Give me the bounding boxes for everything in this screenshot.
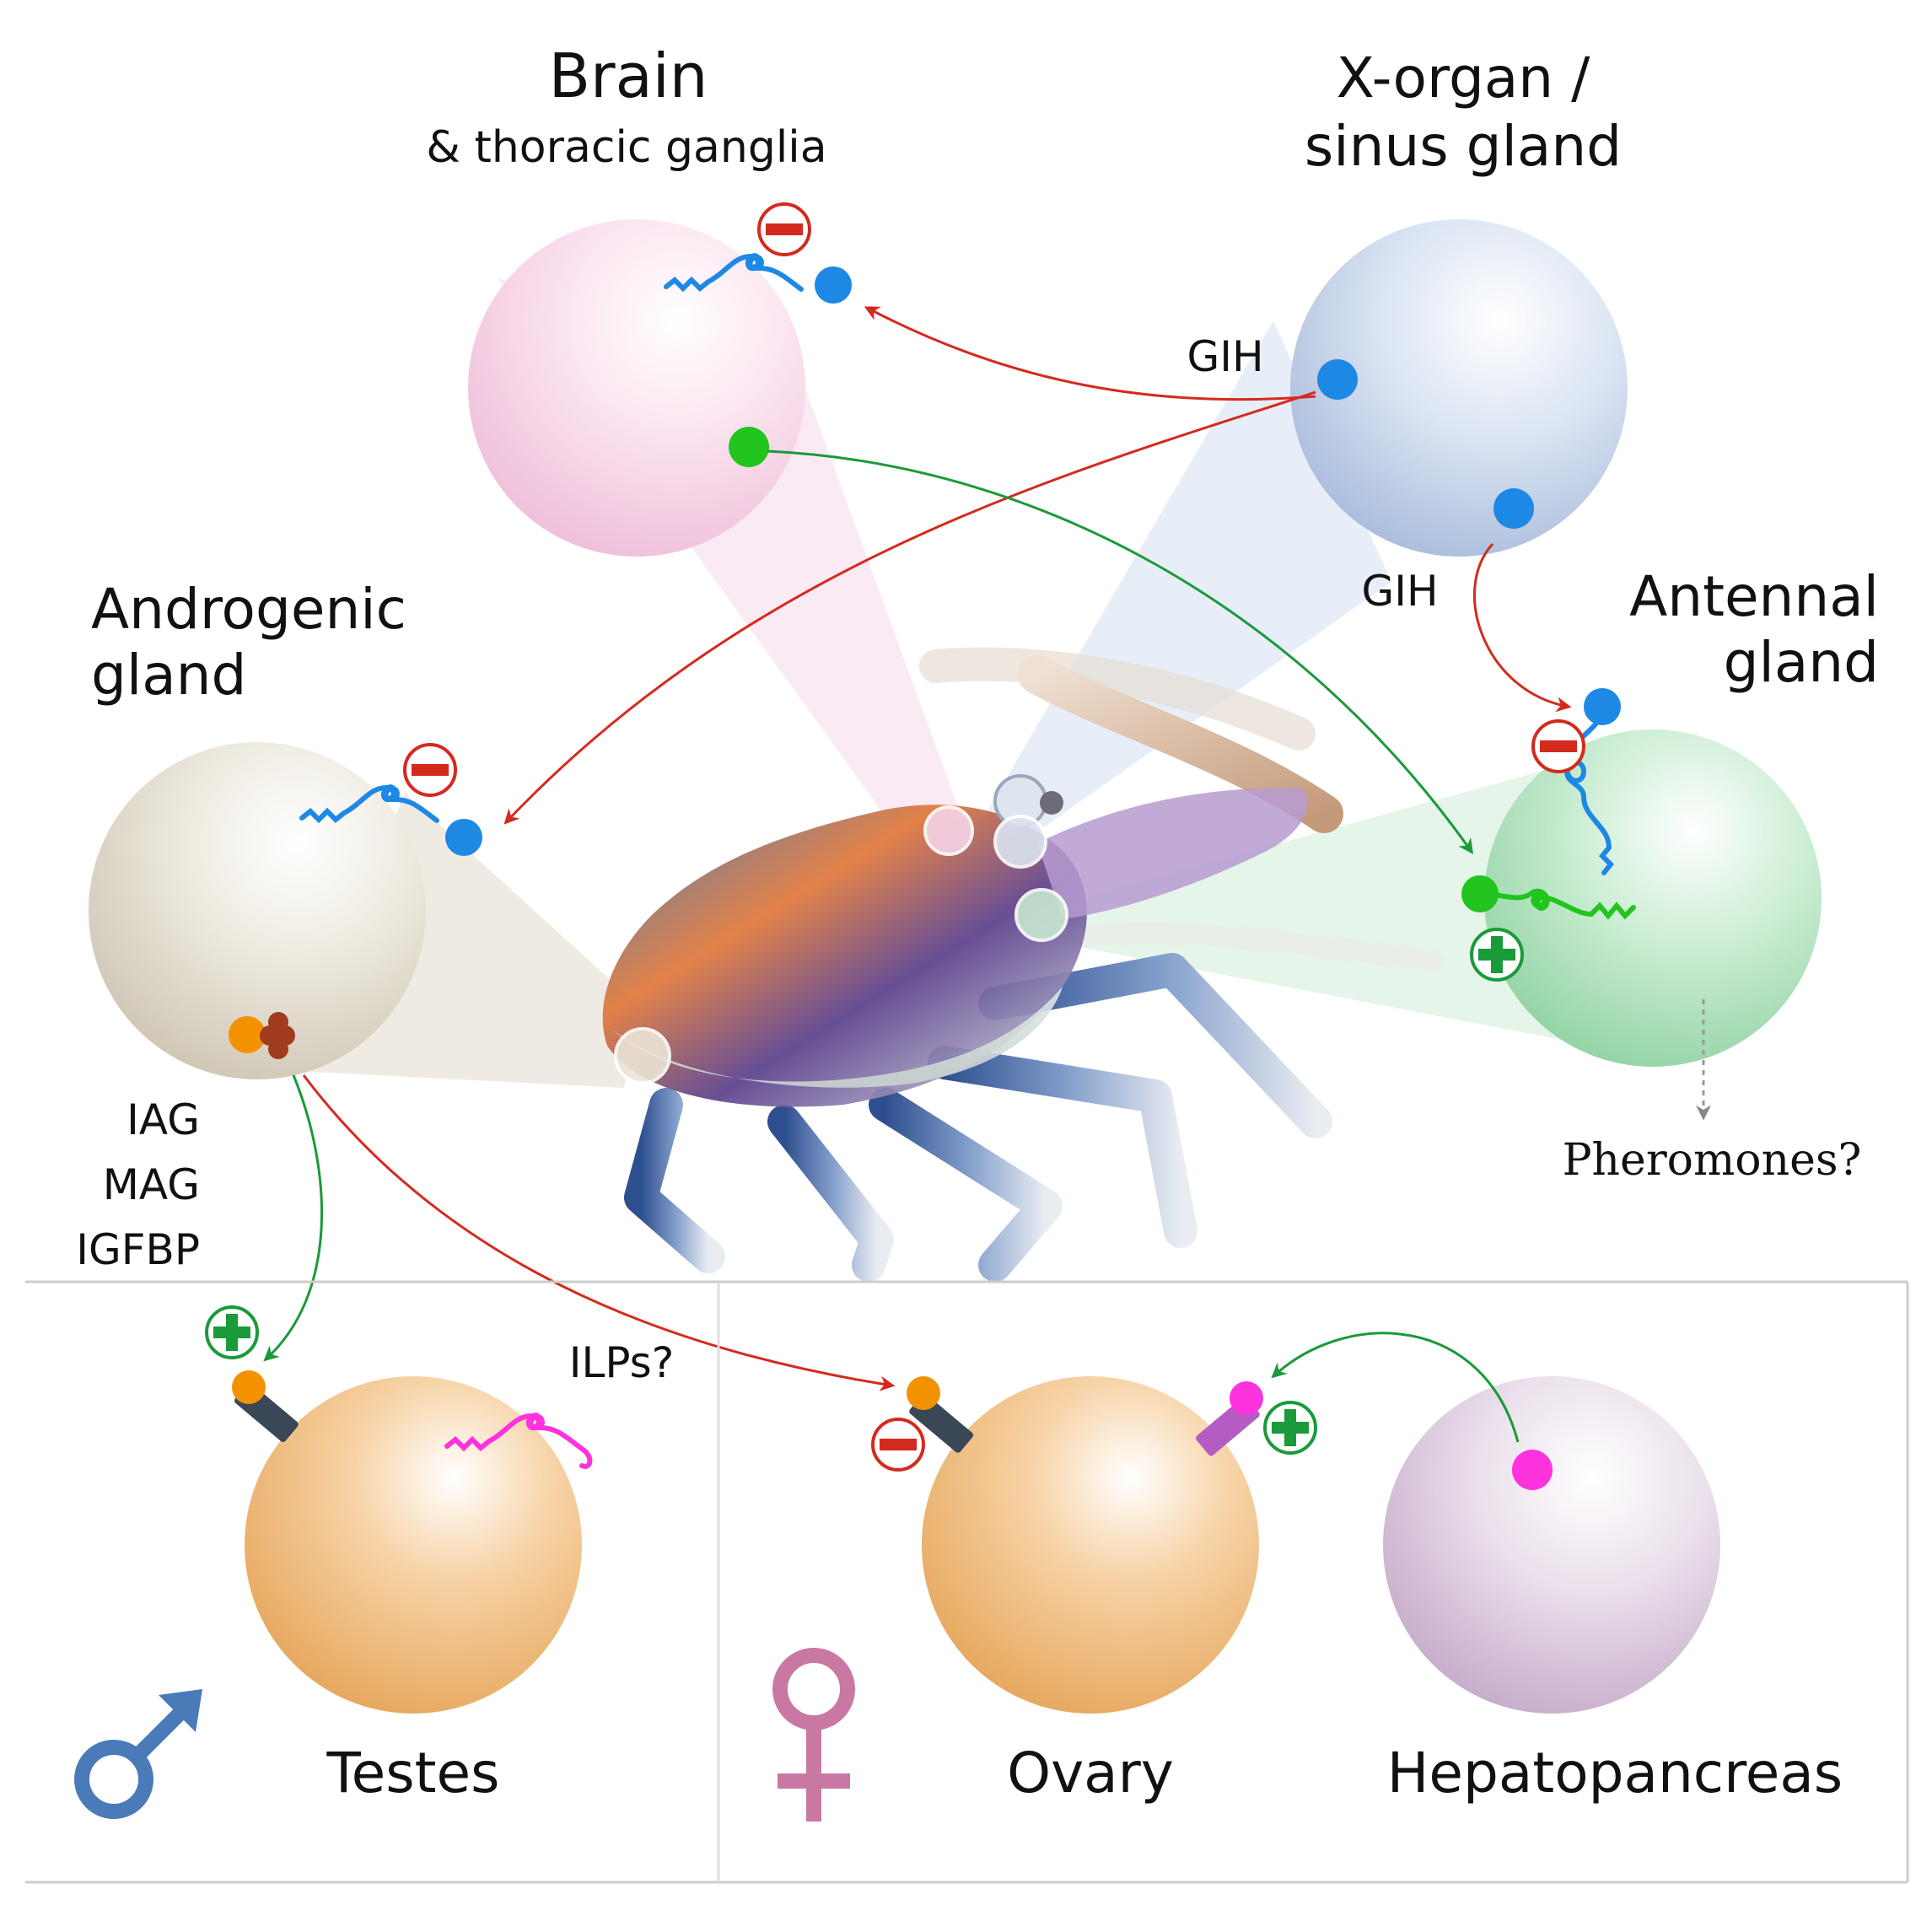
antennal-stimulation-plus-icon	[1470, 928, 1524, 982]
androgenic-inhibition-minus-icon	[403, 743, 457, 797]
antennal-title-line1: Antennal	[1629, 564, 1879, 629]
iag-to-testes-arrow	[263, 1074, 324, 1362]
testes-ilp-receptor	[444, 1413, 593, 1469]
brain-subtitle: & thoracic ganglia	[426, 122, 826, 173]
iag-label: IAG	[126, 1095, 200, 1144]
androgenic-receptor-squiggle	[299, 784, 439, 824]
gih-to-androgenic-arrow	[503, 390, 1316, 825]
lobster-carapace	[602, 805, 1087, 1107]
antennal-location-marker	[1014, 888, 1068, 942]
testes-sphere	[245, 1376, 582, 1714]
lobster-leg-3	[869, 1088, 1063, 1282]
iag-source-dot	[229, 1016, 266, 1053]
hepatopancreas-ilp-source-dot	[1512, 1450, 1553, 1490]
hepatopancreas-label: Hepatopancreas	[1387, 1741, 1843, 1805]
brain-location-marker	[923, 805, 974, 856]
text-labels: Brain & thoracic ganglia X-organ / sinus…	[76, 40, 1879, 1805]
brain-receptor-squiggle	[664, 253, 804, 293]
ovary-label: Ovary	[1007, 1741, 1174, 1805]
ovary-bound-ilp	[1230, 1381, 1263, 1415]
brain-to-antennal-arrow	[767, 449, 1474, 854]
xorgan-location-marker	[993, 815, 1047, 869]
ovary-stimulation-plus-icon	[1263, 1401, 1317, 1455]
antennal-inhibition-minus-icon	[1531, 719, 1585, 773]
xorgan-sphere	[1290, 219, 1628, 557]
ovary-sphere	[922, 1376, 1259, 1714]
antennal-brain-factor-receptor	[1461, 875, 1636, 920]
hepatopancreas-sphere	[1383, 1376, 1720, 1714]
brain-title: Brain	[549, 40, 708, 111]
lobster-antenna-back	[919, 647, 1316, 751]
androgenic-gland-sphere	[89, 742, 426, 1079]
lobster-antennule	[1077, 922, 1445, 972]
androgenic-location-marker	[614, 1027, 671, 1084]
testes-bound-iag	[232, 1370, 266, 1404]
brain-inhibition-minus-icon	[757, 202, 811, 256]
gih-source-dot-upper	[1317, 359, 1358, 400]
ovary-iag-receptor	[907, 1376, 974, 1453]
gih-source-dot-lower	[1493, 488, 1534, 529]
gih-to-antennal-arrow	[1473, 542, 1572, 713]
antennal-title-line2: gland	[1724, 630, 1879, 695]
ovary-ilp-receptor	[1196, 1381, 1263, 1456]
androgenic-title-line2: gland	[91, 643, 246, 708]
iag-cluster-icon	[260, 1012, 295, 1059]
ovary-inhibition-minus-icon	[871, 1418, 925, 1472]
igfbp-label: IGFBP	[76, 1225, 200, 1274]
ovary-bound-iag	[907, 1376, 940, 1410]
regulation-arrows	[263, 306, 1711, 1443]
pheromones-label: Pheromones?	[1563, 1135, 1862, 1186]
male-symbol-icon	[74, 1689, 202, 1819]
brain-stimulatory-factor-dot	[729, 427, 769, 467]
testes-iag-receptor	[232, 1370, 299, 1442]
antennal-bound-brain-factor	[1461, 875, 1499, 912]
gih-label-lower: GIH	[1361, 567, 1438, 616]
androgenic-gih-receptor	[299, 784, 482, 856]
organ-spheres	[89, 219, 1822, 1714]
ilps-label: ILPs?	[569, 1338, 674, 1387]
androgenic-bound-gih	[445, 819, 482, 856]
lobster-rostrum	[1037, 788, 1307, 919]
antennal-bound-gih	[1584, 688, 1621, 725]
testes-stimulation-plus-icon	[205, 1305, 259, 1359]
antennal-gland-sphere	[1484, 729, 1822, 1067]
lobster-illustration	[602, 647, 1445, 1282]
iag-to-ovary-arrow	[302, 1074, 896, 1391]
mag-label: MAG	[103, 1160, 200, 1209]
brain-bound-gih	[815, 266, 852, 304]
gih-to-brain-arrow	[864, 306, 1316, 401]
lobster-carapace-lower	[611, 987, 1063, 1088]
testes-label: Testes	[326, 1741, 500, 1805]
xorgan-title-line2: sinus gland	[1305, 114, 1622, 179]
brain-gih-receptor	[664, 253, 852, 304]
gih-label-upper: GIH	[1187, 332, 1263, 381]
lobster-leg-5	[624, 1088, 725, 1273]
lobster-leg-2	[928, 1046, 1197, 1248]
xorgan-title-line1: X-organ /	[1337, 46, 1590, 110]
gonad-panels	[25, 1280, 1909, 1884]
lobster-eye	[1040, 791, 1063, 815]
antennal-green-receptor-squiggle	[1482, 888, 1636, 920]
female-symbol-icon	[772, 1648, 855, 1822]
lobster-leg-4	[767, 1105, 894, 1282]
hepatopancreas-to-ovary-arrow	[1271, 1332, 1520, 1443]
hormone-sources	[229, 359, 1553, 1490]
regulation-signs	[205, 202, 1585, 1472]
testes-ilp-squiggle	[444, 1413, 593, 1469]
brain-sphere	[468, 219, 805, 557]
androgenic-title-line1: Androgenic	[91, 577, 406, 642]
